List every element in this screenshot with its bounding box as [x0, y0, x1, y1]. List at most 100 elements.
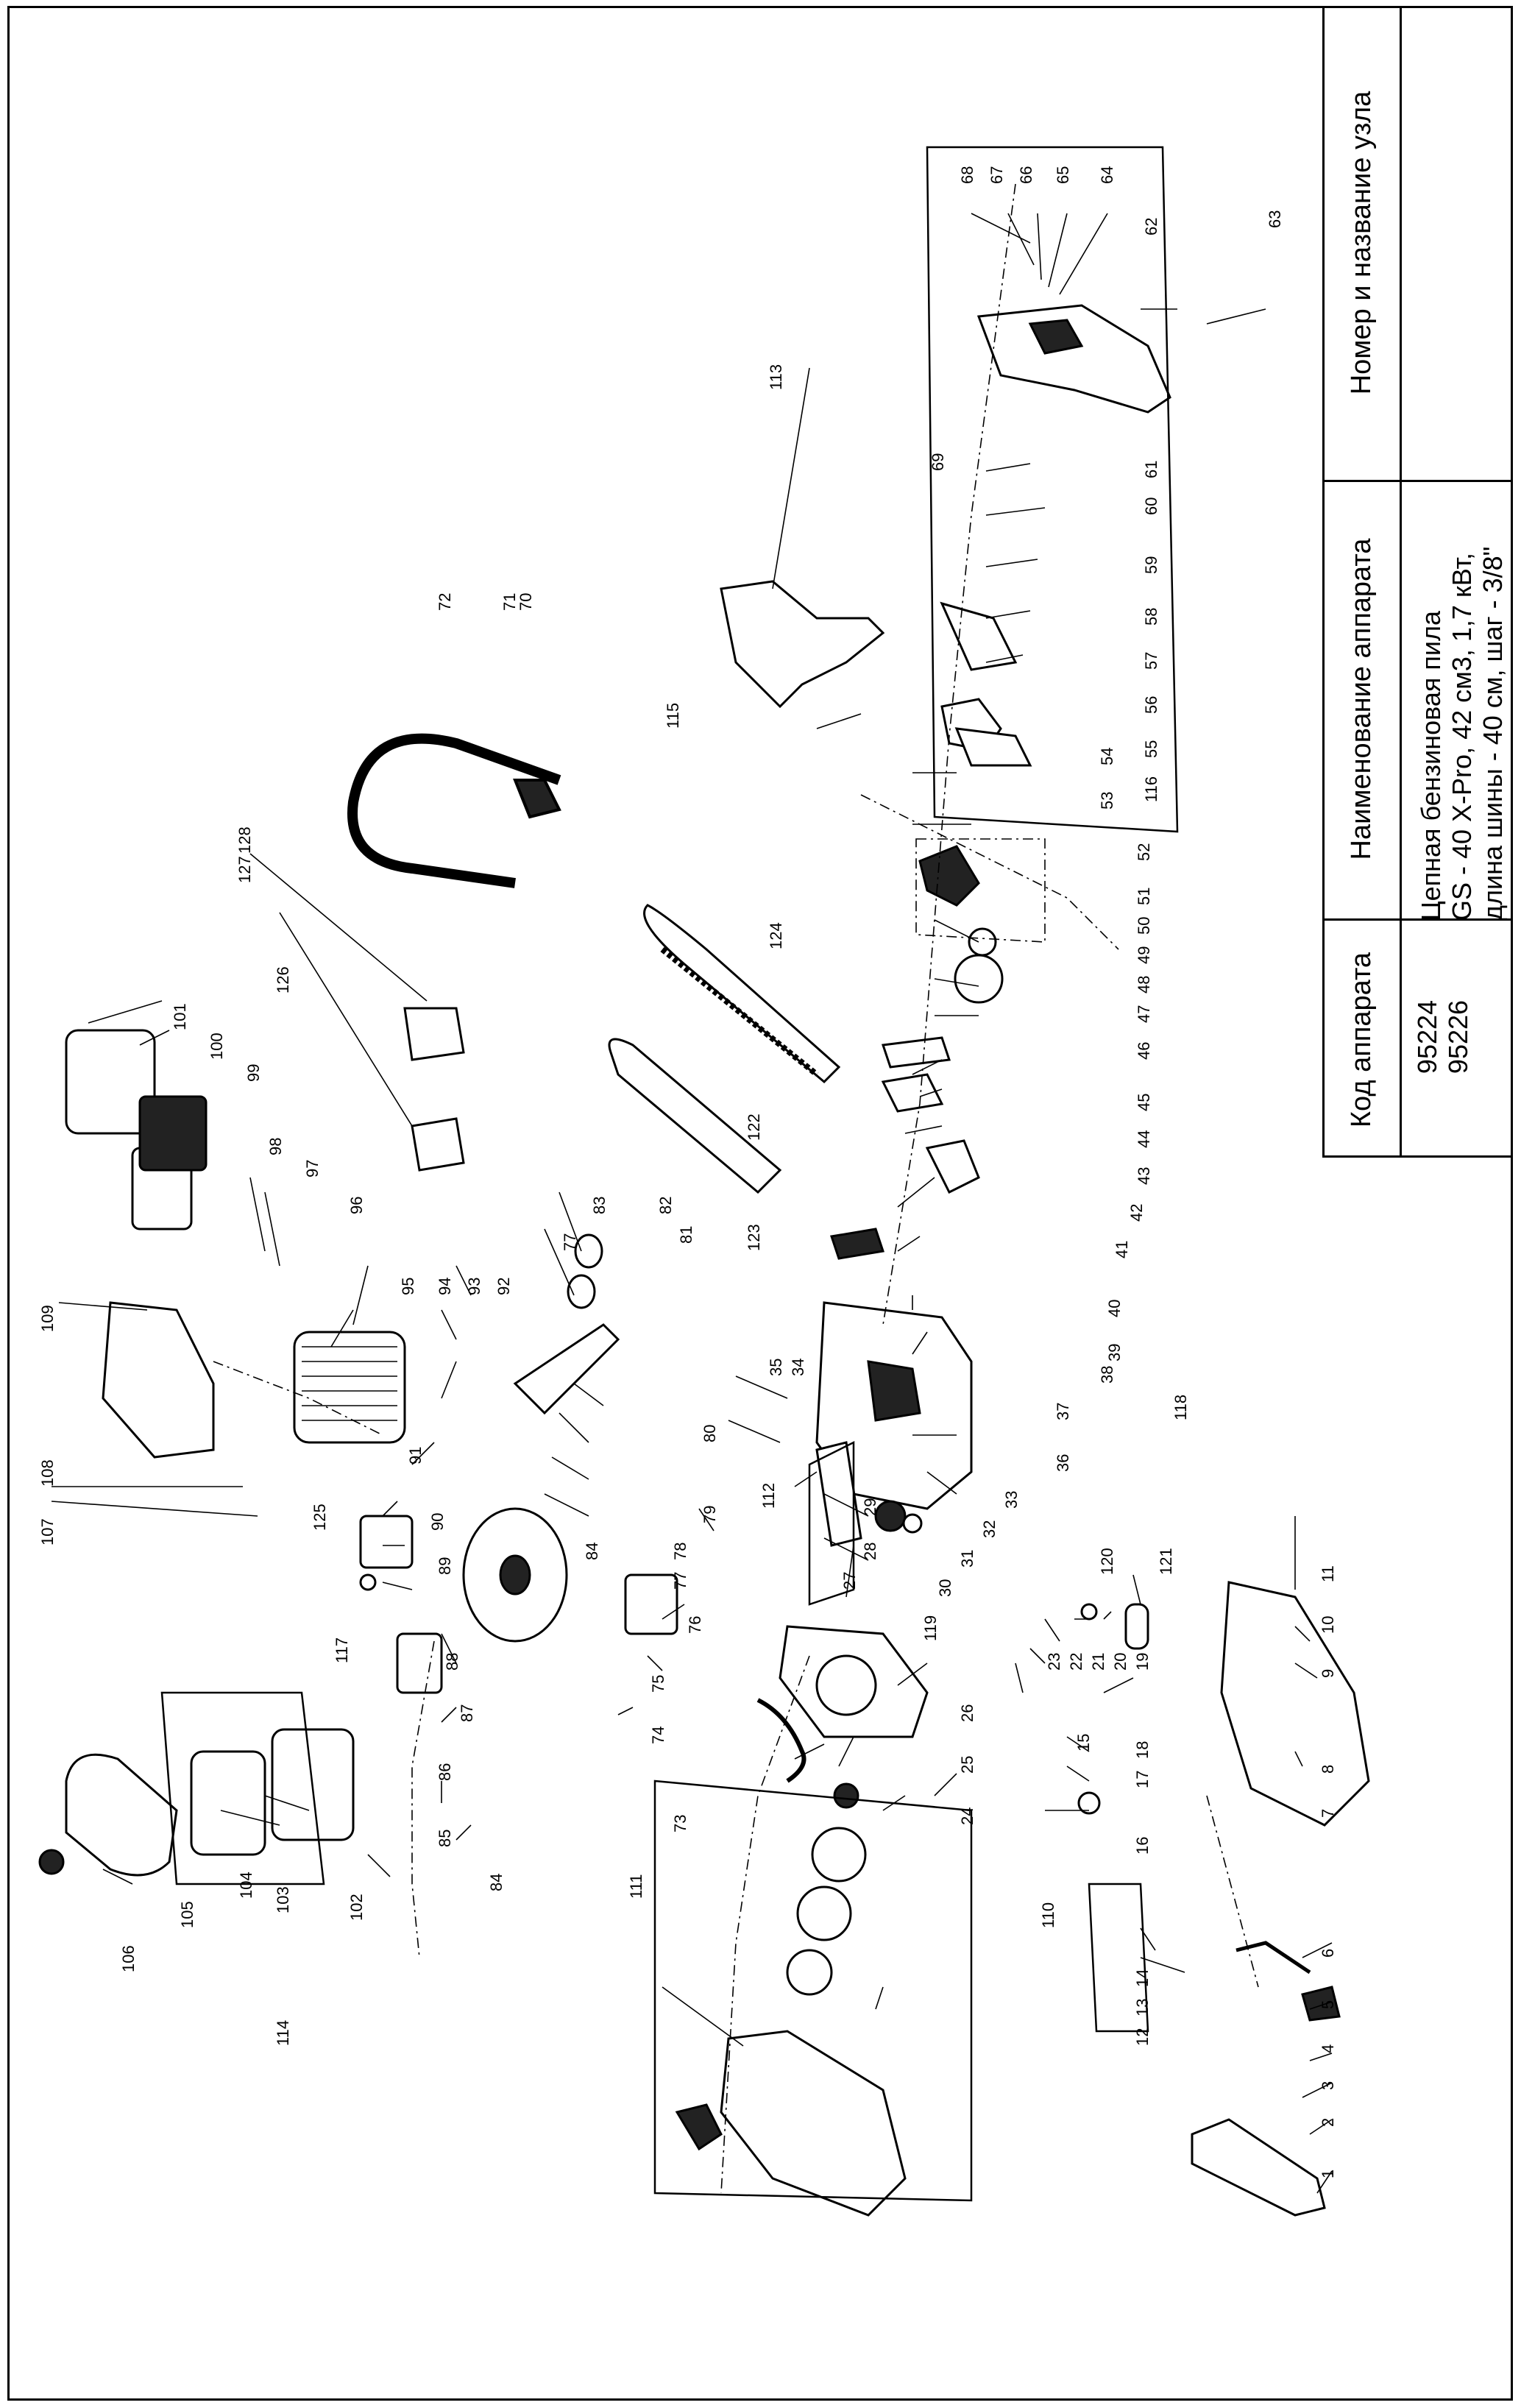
part-handle-body: [1220, 1581, 1370, 1827]
part-oil-pump: [925, 1139, 980, 1194]
part-brake-lever: [940, 601, 1018, 671]
part-number-label: 84: [487, 1874, 506, 1891]
part-number-label: 41: [1113, 1241, 1131, 1258]
part-number-label: 110: [1039, 1902, 1057, 1928]
part-rear-handle: [976, 304, 1171, 414]
part-number-label: 29: [861, 1498, 879, 1516]
part-number-label: 77: [671, 1572, 689, 1590]
group-outline-52: [915, 838, 1046, 943]
part-number-label: 21: [1089, 1653, 1107, 1671]
part-number-label: 108: [38, 1459, 57, 1487]
part-hand-guard: [720, 580, 885, 709]
part-number-label: 128: [235, 826, 254, 854]
group-outline-112: [653, 1780, 973, 2202]
part-number-label: 44: [1135, 1130, 1153, 1148]
part-number-label: 89: [436, 1557, 454, 1575]
part-number-label: 81: [677, 1226, 695, 1244]
assembly-axis: [1206, 1795, 1259, 1988]
part-number-label: 24: [958, 1807, 976, 1825]
part-number-label: 77: [561, 1233, 579, 1251]
part-chain-tensioner: [881, 1073, 944, 1113]
part-number-label: 14: [1133, 1969, 1152, 1987]
device-code-1: 95224: [1412, 999, 1442, 1074]
part-number-label: 103: [274, 1886, 292, 1913]
drawing-frame: [7, 6, 1513, 2401]
part-number-label: 102: [347, 1894, 366, 1921]
part-number-label: 84: [583, 1543, 601, 1560]
part-spark-plug-cap: [1080, 1603, 1098, 1621]
part-gasket: [403, 1007, 465, 1061]
part-number-label: 123: [745, 1224, 763, 1251]
part-number-label: 42: [1127, 1204, 1146, 1222]
assembly-axis: [720, 1655, 810, 2194]
part-number-label: 92: [494, 1278, 513, 1295]
part-number-label: 19: [1133, 1653, 1152, 1671]
parts-layer: [38, 304, 1370, 2217]
part-number-label: 5: [1319, 2000, 1337, 2009]
part-number-label: 58: [1142, 608, 1160, 626]
part-number-label: 3: [1319, 2081, 1337, 2090]
part-number-label: 51: [1135, 888, 1153, 905]
part-cover-knob: [38, 1849, 65, 1875]
part-number-label: 9: [1319, 1669, 1337, 1678]
device-name-line-3: длина шины - 40 см, шаг - 3/8": [1478, 546, 1508, 921]
part-number-label: 46: [1135, 1042, 1153, 1060]
part-guide: [815, 1441, 862, 1547]
part-number-label: 121: [1157, 1548, 1175, 1575]
group-outline-114: [926, 146, 1179, 833]
part-starter-washer: [786, 1949, 833, 1996]
part-clutch-drum: [954, 954, 1004, 1004]
part-number-label: 86: [436, 1763, 454, 1781]
part-number-label: 100: [208, 1033, 226, 1060]
part-number-label: 32: [980, 1520, 999, 1538]
part-number-label: 20: [1111, 1653, 1130, 1671]
part-number-label: 30: [936, 1579, 954, 1597]
part-number-label: 50: [1135, 917, 1153, 935]
part-number-label: 74: [649, 1727, 667, 1744]
part-worm-gear: [830, 1228, 884, 1260]
group-outline-111: [1088, 1883, 1149, 2033]
part-starter-spring: [796, 1885, 852, 1941]
part-grip: [1191, 2118, 1326, 2217]
part-number-label: 113: [767, 364, 785, 390]
assembly-axis: [882, 183, 1016, 1325]
part-number-label: 13: [1133, 1999, 1152, 2016]
part-starter-handle: [675, 2103, 723, 2151]
part-number-label: 97: [303, 1160, 322, 1178]
part-number-label: 12: [1133, 2028, 1152, 2046]
part-guide-bar: [643, 904, 841, 1084]
part-number-label: 27: [840, 1572, 859, 1590]
part-number-label: 63: [1266, 210, 1284, 228]
part-number-label: 126: [274, 966, 292, 994]
part-number-label: 90: [428, 1513, 447, 1531]
part-number-label: 127: [235, 856, 254, 883]
part-number-label: 59: [1142, 556, 1160, 574]
part-number-label: 48: [1135, 976, 1153, 994]
device-code-2: 95226: [1443, 999, 1473, 1074]
part-number-label: 33: [1002, 1491, 1021, 1509]
part-number-label: 55: [1142, 740, 1160, 758]
part-number-label: 82: [656, 1197, 675, 1214]
part-number-label: 18: [1133, 1741, 1152, 1759]
title-block-row-divider-2: [1322, 480, 1513, 482]
part-number-label: 26: [958, 1704, 976, 1722]
part-number-label: 105: [178, 1901, 196, 1928]
part-starter-nut: [833, 1782, 859, 1809]
part-number-label: 45: [1135, 1094, 1153, 1111]
part-top-cover: [102, 1301, 215, 1459]
part-pin: [1124, 1603, 1149, 1650]
part-number-label: 88: [443, 1653, 461, 1671]
part-number-label: 10: [1319, 1616, 1337, 1634]
part-oil-cap: [902, 1513, 923, 1534]
part-number-label: 67: [988, 166, 1006, 184]
part-insulator: [411, 1117, 465, 1172]
part-number-label: 35: [767, 1359, 785, 1376]
part-crankcase-detail: [867, 1360, 921, 1422]
assembly-axis: [213, 1361, 383, 1436]
part-number-label: 98: [266, 1138, 285, 1155]
title-block-column-divider: [1400, 6, 1402, 1158]
part-number-label: 70: [517, 593, 535, 611]
part-throttle-rod: [1235, 1941, 1311, 1975]
part-number-label: 124: [767, 922, 785, 949]
part-number-label: 43: [1135, 1167, 1153, 1185]
